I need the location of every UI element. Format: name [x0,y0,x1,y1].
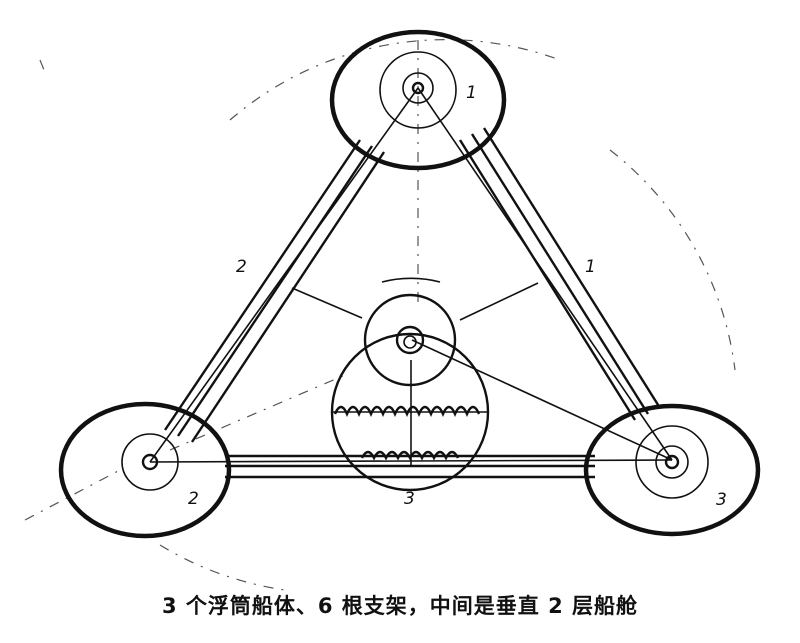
hull-left [58,401,232,539]
brace-right [458,127,662,421]
label-hull-right: 3 [716,490,727,510]
label-brace-right: 1 [585,257,596,277]
label-brace-left: 2 [236,257,247,277]
hull-right [583,403,761,537]
label-hull-left: 2 [188,489,199,509]
construction-lines [24,39,736,591]
brace-left [164,139,386,443]
label-hull-top: 1 [466,83,477,103]
label-brace-bottom: 3 [404,489,415,509]
hull-top [329,29,507,171]
central-cabin [330,277,490,492]
diagram-caption: 3 个浮筒船体、6 根支架，中间是垂直 2 层船舱 [161,594,639,618]
